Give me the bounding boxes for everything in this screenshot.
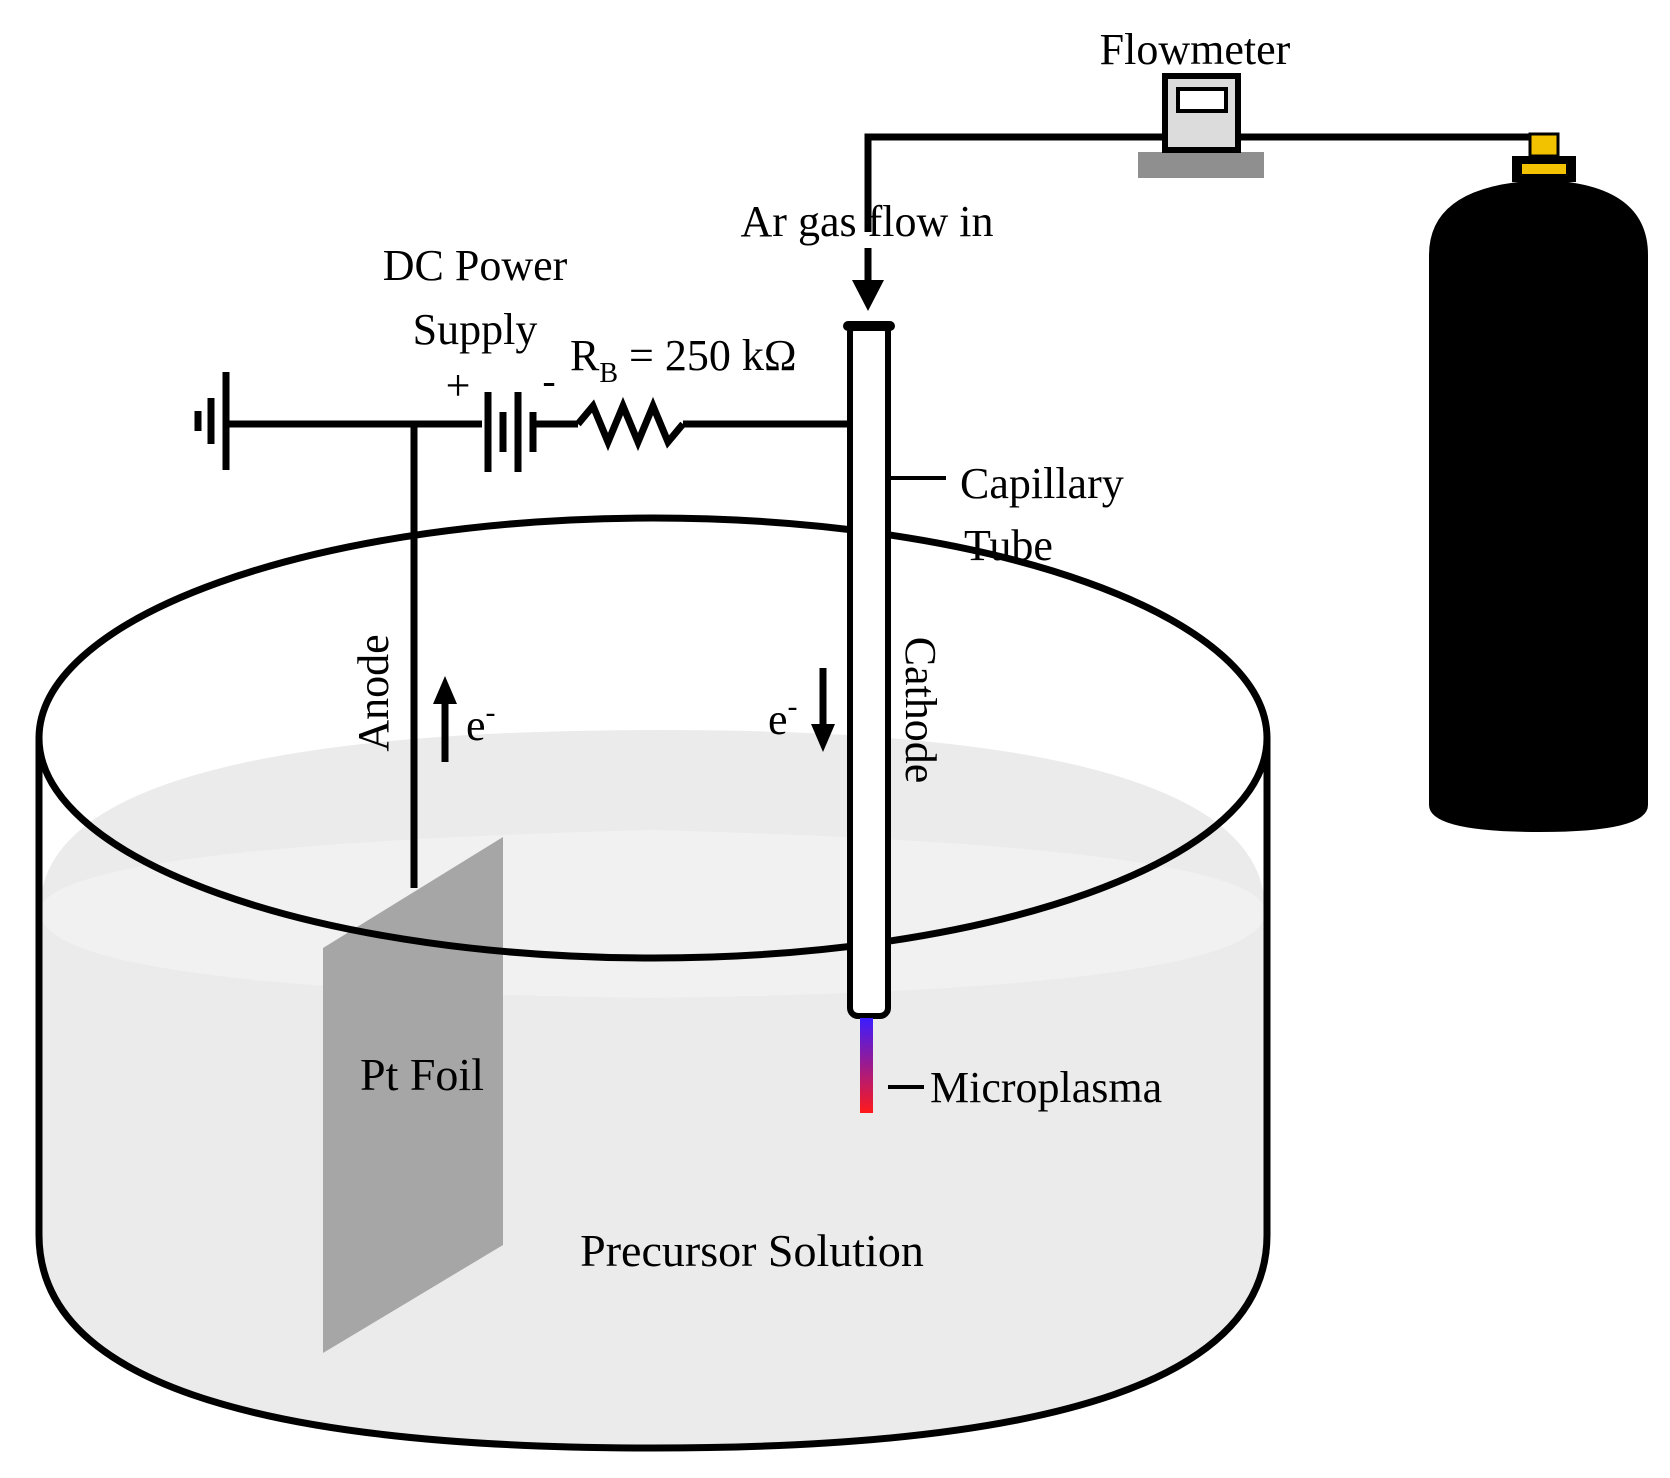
pt-foil-label: Pt Foil [360,1049,484,1100]
microplasma-glow [860,1018,873,1113]
electron-left-symbol: e [466,701,486,750]
electron-right-symbol: e [768,695,788,744]
dc-power-label-line2: Supply [413,305,538,354]
battery-icon [484,392,537,472]
electron-left-superscript: - [486,696,496,729]
electron-label-right: e- [768,690,798,744]
battery-minus-label: - [542,358,555,403]
electron-right-superscript: - [788,690,798,723]
electron-label-left: e- [466,696,496,750]
gas-line [864,133,1553,232]
resistor-symbol: R [570,331,600,380]
precursor-solution-label: Precursor Solution [580,1225,924,1276]
electron-down-arrow-icon [811,724,835,752]
ar-gas-flow-label: Ar gas flow in [741,197,994,246]
flowmeter-icon [1138,73,1264,178]
gas-flow-arrow-icon [852,280,884,311]
pt-foil [323,837,503,1353]
ground-symbol-icon [194,372,230,470]
beaker-bottom [35,1234,1271,1452]
cathode-label: Cathode [896,637,945,784]
capillary-label-line2: Tube [964,521,1053,570]
capillary-label-line1: Capillary [960,459,1124,508]
capillary-tube [847,321,891,1019]
resistor-value: = 250 kΩ [618,331,797,380]
resistor-label: RB = 250 kΩ [570,331,797,389]
resistor-icon [575,396,686,452]
microplasma-label: Microplasma [930,1063,1162,1112]
solution-surface-highlight [40,830,1265,998]
dc-power-label-line1: DC Power [383,241,568,290]
flowmeter-label: Flowmeter [1100,25,1291,74]
battery-plus-label: + [446,361,471,410]
electron-up-arrow-icon [433,676,457,704]
anode-label: Anode [349,634,398,751]
gas-cylinder-icon [1429,132,1648,832]
resistor-subscript: B [599,358,618,389]
